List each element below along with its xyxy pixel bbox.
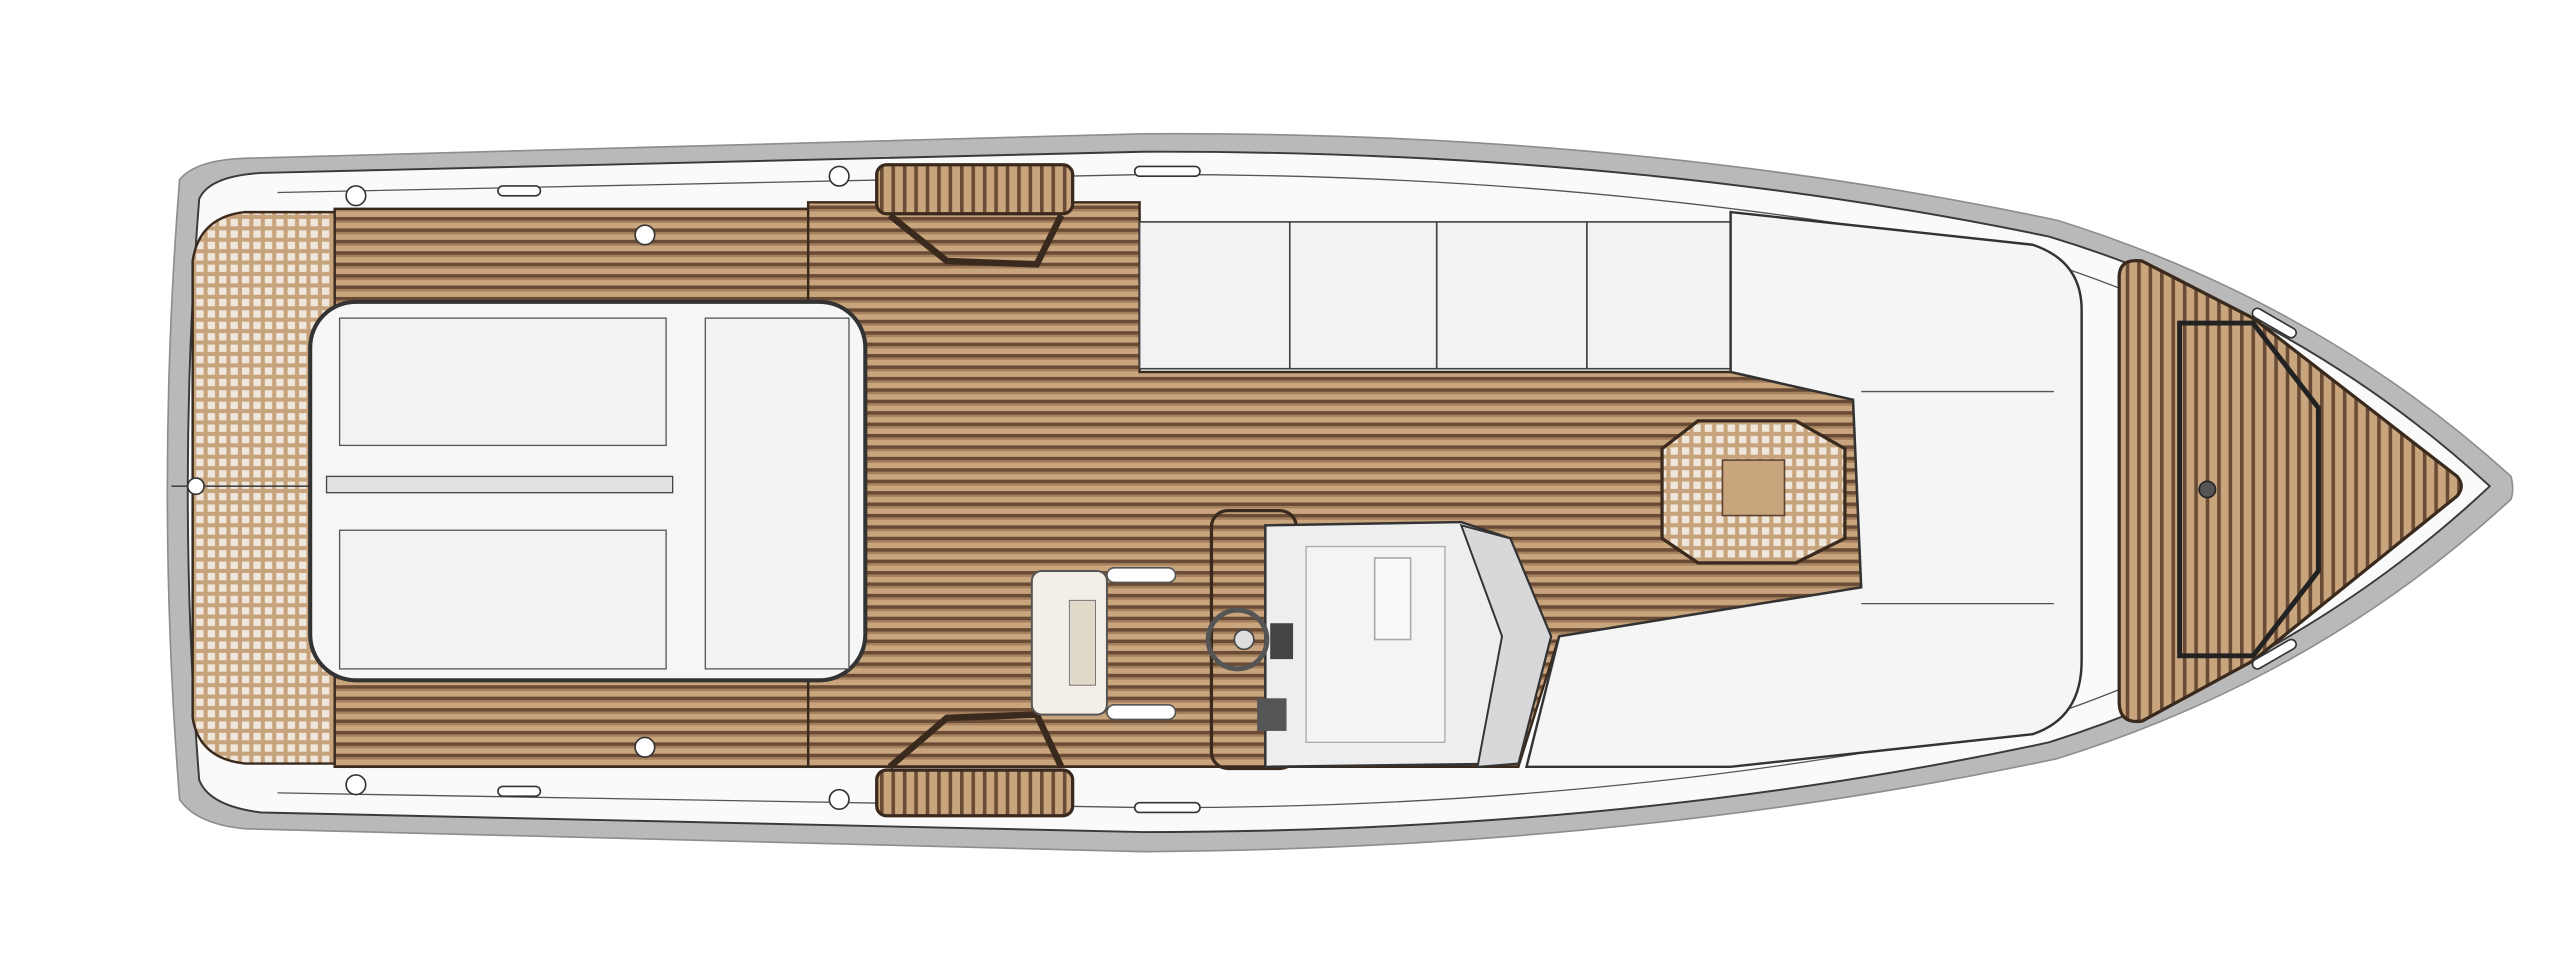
bow-hatch — [2177, 320, 2321, 659]
fitting-icon — [828, 165, 850, 187]
anchor-fitting-icon — [2198, 480, 2217, 499]
fitting-icon — [634, 736, 656, 758]
sunpad-cushion-fwd — [704, 317, 850, 670]
sunpad-cushion-aft-port — [338, 317, 667, 447]
grab-handle-starboard — [887, 711, 1065, 770]
fitting-icon — [345, 774, 367, 796]
seat-arm-icon — [1106, 703, 1177, 721]
throttle-icon — [1270, 623, 1294, 660]
cleat-icon — [1133, 165, 1201, 178]
dinette-seats — [1138, 221, 1732, 370]
side-step-starboard — [875, 768, 1075, 818]
cleat-icon — [497, 785, 542, 797]
deck-fittings — [345, 165, 1201, 814]
control-icon — [1257, 698, 1287, 731]
sunpad-cushion-aft-starboard — [338, 529, 667, 670]
stern-cleat-icon — [186, 477, 205, 496]
side-deck-port — [333, 207, 826, 308]
bow-cleat-icon — [2251, 307, 2297, 339]
fitting-icon — [828, 788, 850, 811]
bow-cleat-icon — [2251, 638, 2297, 670]
helm-seat-cushion — [1068, 599, 1097, 686]
steering-hub-icon — [1233, 628, 1255, 651]
windscreen — [1459, 523, 1553, 768]
side-deck-starboard — [333, 670, 826, 769]
cleat-icon — [1133, 801, 1201, 814]
display-screen — [1373, 557, 1412, 641]
grab-handle-port — [887, 212, 1065, 268]
steering-wheel-icon — [1205, 607, 1270, 672]
forward-lounge — [1524, 210, 2083, 769]
sunpad-track — [325, 475, 674, 494]
seat-arm-icon — [1106, 566, 1177, 584]
side-step-port — [875, 163, 1075, 216]
fitting-icon — [345, 185, 367, 207]
fitting-icon — [634, 224, 656, 246]
hatch-center — [1721, 459, 1786, 517]
stern-platform — [191, 210, 345, 765]
cleat-icon — [497, 185, 542, 197]
